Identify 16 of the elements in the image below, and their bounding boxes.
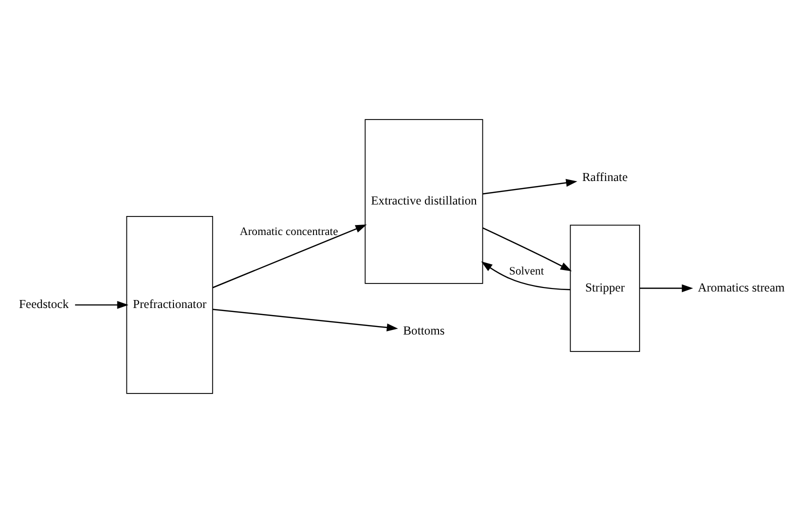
edge-label: Solvent <box>509 265 544 278</box>
arrow <box>75 300 128 308</box>
node-text: Feedstock <box>18 296 69 311</box>
arrow <box>640 284 694 292</box>
node-box: Extractive distillation <box>364 118 484 284</box>
arrow <box>481 260 570 290</box>
node-text: Aromatics stream <box>698 280 785 294</box>
node-text: Bottoms <box>403 322 445 337</box>
node-box: Stripper <box>570 224 640 352</box>
arrow <box>482 226 572 271</box>
edge-label: Aromatic concentrate <box>240 226 338 238</box>
node-text: Raffinate <box>582 170 628 184</box>
arrow <box>482 178 578 194</box>
arrow <box>212 308 398 331</box>
arrow <box>212 224 367 288</box>
node-box: Prefractionator <box>126 215 214 394</box>
